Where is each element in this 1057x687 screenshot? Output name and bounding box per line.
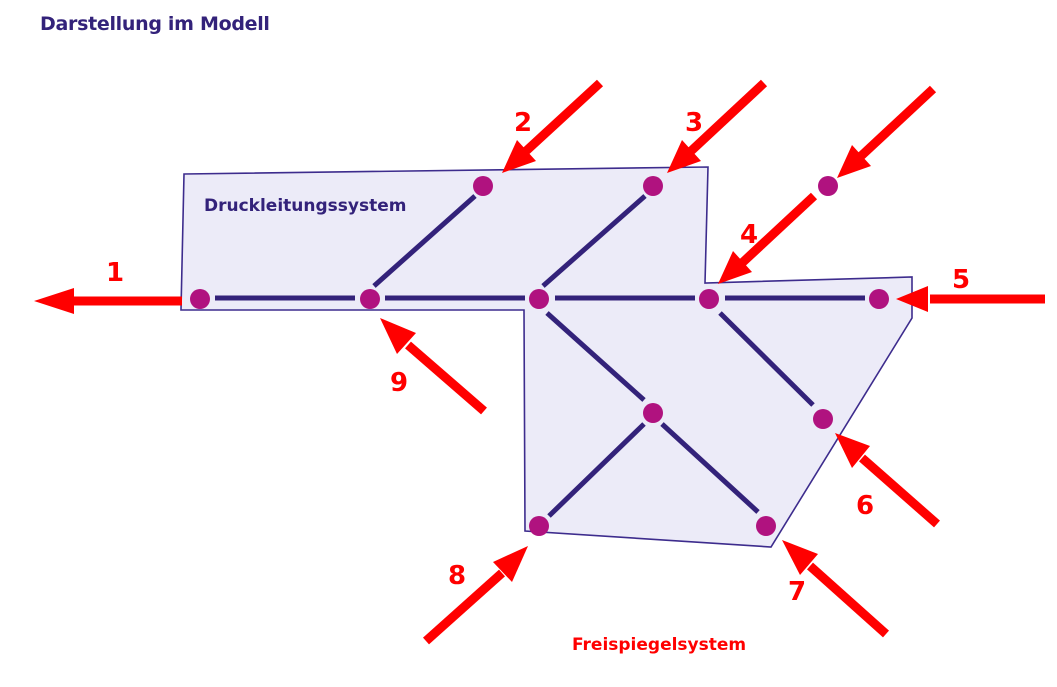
connection-label-2: 2	[514, 108, 532, 138]
arrow-9	[380, 318, 487, 415]
arrow-8	[422, 546, 528, 645]
pipes	[215, 194, 865, 518]
connection-label-8: 8	[448, 561, 466, 591]
system-region	[180, 166, 913, 548]
node[interactable]	[643, 176, 663, 196]
connection-label-7: 7	[788, 577, 806, 607]
node[interactable]	[869, 289, 889, 309]
arrow-2	[502, 79, 604, 173]
pipe	[541, 194, 647, 288]
node[interactable]	[473, 176, 493, 196]
node[interactable]	[813, 409, 833, 429]
arrow-3	[667, 79, 768, 173]
diagram-title: Darstellung im Modell	[40, 13, 270, 35]
pipe	[372, 194, 477, 288]
arrow-1	[34, 288, 182, 314]
arrow-5	[896, 286, 1045, 312]
pipe	[545, 311, 646, 402]
pipe	[718, 311, 815, 407]
connection-label-6: 6	[856, 491, 874, 521]
node[interactable]	[529, 289, 549, 309]
node[interactable]	[190, 289, 210, 309]
node[interactable]	[756, 516, 776, 536]
arrow-4-lower	[718, 192, 818, 284]
region-label-gravity: Freispiegelsystem	[572, 635, 746, 655]
connection-label-9: 9	[390, 368, 408, 398]
pipe	[660, 422, 760, 514]
connection-label-3: 3	[685, 108, 703, 138]
connection-label-1: 1	[106, 258, 124, 288]
arrow-7	[782, 540, 890, 638]
node[interactable]	[643, 403, 663, 423]
node[interactable]	[818, 176, 838, 196]
node[interactable]	[529, 516, 549, 536]
region-label-pressure: Druckleitungssystem	[204, 196, 406, 216]
arrow-6	[835, 433, 940, 528]
arrow-4-upper	[837, 85, 937, 178]
node[interactable]	[360, 289, 380, 309]
connection-label-5: 5	[952, 265, 970, 295]
node[interactable]	[699, 289, 719, 309]
pipe	[547, 422, 646, 518]
connection-label-4: 4	[740, 220, 758, 250]
